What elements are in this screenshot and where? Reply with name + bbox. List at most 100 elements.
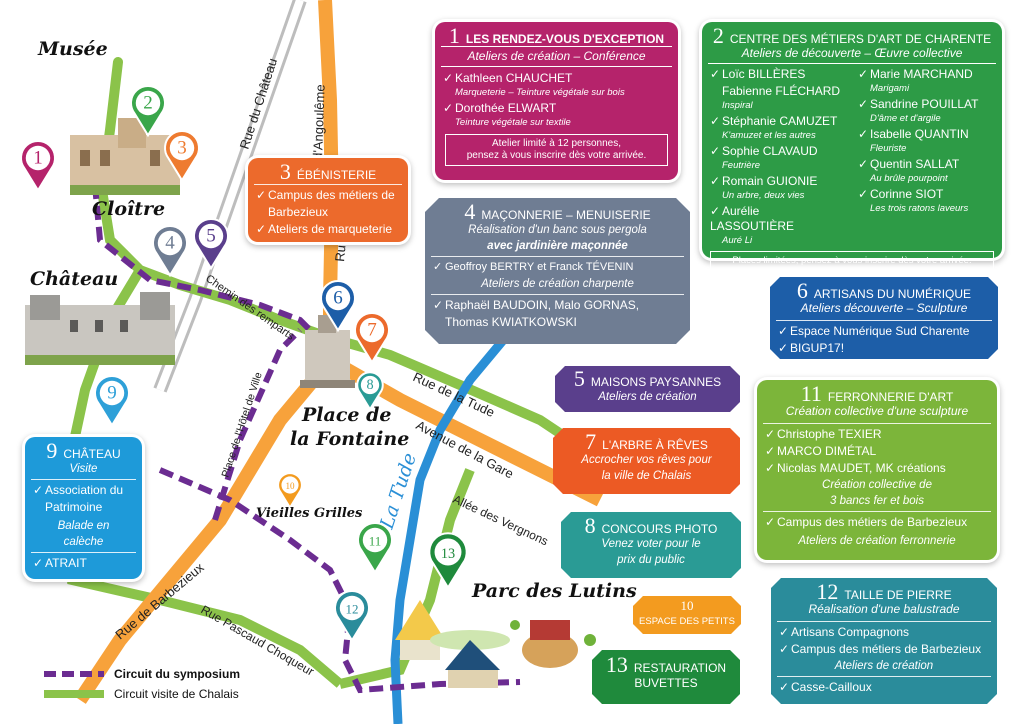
- street-label-vergnons: Allée des Vergnons: [451, 492, 551, 548]
- place-label-musee: Musée: [38, 38, 108, 60]
- cloitre-illustration: [70, 118, 180, 195]
- map-pin-number: 6: [333, 287, 343, 308]
- list-item: Quentin SALLAT: [870, 157, 960, 171]
- check-icon: ✓: [858, 157, 869, 171]
- circuit-symposium-path: [92, 184, 323, 343]
- map-pin-4[interactable]: 4: [152, 225, 188, 278]
- list-item: Barbezieux: [268, 205, 329, 219]
- map-pin-6[interactable]: 6: [320, 280, 356, 333]
- card-title: CONCOURS PHOTO: [601, 522, 718, 536]
- map-pin-13[interactable]: 13: [428, 532, 468, 590]
- map-pin-disc: [434, 538, 462, 566]
- map-pin-8[interactable]: 8: [356, 371, 384, 412]
- list-item: Patrimoine: [45, 500, 103, 514]
- map-pin-12[interactable]: 12: [334, 590, 370, 643]
- map-pin-disc: [135, 90, 161, 116]
- list-item: Association du: [45, 483, 124, 497]
- check-icon: ✓: [33, 556, 44, 570]
- check-icon: ✓: [779, 642, 790, 656]
- map-pin-5[interactable]: 5: [193, 218, 229, 271]
- card-subtitle: avec jardinière maçonnée: [487, 240, 628, 252]
- map-pin-disc: [198, 223, 224, 249]
- map-pin-number: 5: [206, 225, 216, 246]
- place-label-fontaine-2: la Fontaine: [290, 428, 410, 450]
- map-pin-number: 8: [366, 377, 373, 393]
- card-title: L'ARBRE À RÊVES: [602, 438, 708, 452]
- map-pin-7[interactable]: 7: [354, 312, 390, 365]
- map-pin-disc: [339, 595, 365, 621]
- check-icon: ✓: [858, 97, 869, 111]
- street-label-ru: Ru: [332, 244, 348, 262]
- card-number: 10: [680, 598, 694, 613]
- card-note: Atelier limité à 12 personnes,pensez à v…: [445, 134, 668, 166]
- card-title: CENTRE DES MÉTIERS D'ART DE CHARENTE: [729, 32, 992, 46]
- card-number: 2: [712, 23, 724, 48]
- map-pin-3[interactable]: 3: [164, 130, 200, 183]
- list-item: Geoffroy BERTRY et Franck TÉVENIN: [445, 261, 634, 273]
- check-icon: ✓: [433, 298, 444, 312]
- list-item: Raphaël BAUDOIN, Malo GORNAS,: [445, 298, 640, 312]
- map-pin-10[interactable]: 10: [277, 472, 303, 510]
- check-icon: ✓: [858, 127, 869, 141]
- card-subtitle: Ateliers de création: [834, 660, 934, 672]
- card-number: 8: [584, 513, 596, 538]
- list-item: Stéphanie CAMUZET: [722, 114, 838, 128]
- check-icon: ✓: [710, 114, 721, 128]
- map-pin-number: 11: [369, 533, 382, 548]
- street-label-angouleme: d'Angoulême: [310, 84, 328, 160]
- card-subtitle: Ateliers de création ferronnerie: [798, 535, 956, 547]
- card-number: 13: [605, 652, 628, 677]
- card-subtitle: Ateliers de création – Conférence: [441, 46, 672, 67]
- place-label-parc-lutins: Parc des Lutins: [472, 580, 637, 602]
- map-legend: Circuit du symposium Circuit visite de C…: [44, 664, 240, 704]
- card-subtitle: Ateliers de découverte – Œuvre collectiv…: [708, 46, 996, 64]
- legend-symposium: Circuit du symposium: [114, 667, 241, 681]
- list-item-detail: K'amuzet et les autres: [722, 130, 816, 141]
- card-subtitle: calèche: [63, 536, 104, 548]
- list-item: MARCO DIMÉTAL: [777, 444, 877, 458]
- card-subtitle: Réalisation d'un banc sous pergola: [468, 224, 647, 236]
- card-subtitle: Réalisation d'une balustrade: [808, 602, 960, 616]
- list-item-detail: Auré Li: [722, 235, 753, 246]
- map-pin-1[interactable]: 1: [20, 140, 56, 193]
- card-subtitle: Balade en: [57, 520, 110, 532]
- card-subtitle: 3 bancs fer et bois: [830, 495, 924, 507]
- map-pin-number: 2: [143, 92, 153, 113]
- check-icon: ✓: [433, 261, 443, 273]
- list-item: Ateliers de marqueterie: [268, 222, 393, 236]
- place-label-chateau: Château: [30, 268, 119, 290]
- card-title: ARTISANS DU NUMÉRIQUE: [813, 287, 972, 301]
- card-number: 7: [585, 429, 597, 454]
- card-number: 6: [796, 278, 808, 303]
- card-number: 12: [816, 579, 839, 604]
- map-pin-number: 13: [441, 546, 455, 562]
- card-number: 9: [46, 438, 58, 463]
- check-icon: ✓: [710, 67, 721, 81]
- list-item-detail: D'âme et d'argile: [870, 113, 941, 124]
- list-item: Fabienne FLÉCHARD: [722, 84, 841, 98]
- card-subtitle: Création collective d'une sculpture: [785, 404, 969, 418]
- card-10-espace-petits: 10 ESPACE DES PETITS: [633, 596, 741, 634]
- list-item: Marie MARCHAND: [870, 67, 973, 81]
- map-pin-11[interactable]: 11: [357, 522, 393, 575]
- check-icon: ✓: [778, 324, 789, 338]
- check-icon: ✓: [858, 187, 869, 201]
- place-label-cloitre: Cloître: [92, 198, 166, 220]
- list-item-detail: Teinture végétale sur textile: [455, 117, 571, 128]
- card-title: RESTAURATION: [633, 661, 727, 675]
- map-pin-2[interactable]: 2: [130, 85, 166, 138]
- check-icon: ✓: [33, 483, 44, 497]
- visite-line-icon: [44, 690, 104, 698]
- list-item: Campus des métiers de Barbezieux: [791, 642, 982, 656]
- map-pin-9[interactable]: 9: [94, 375, 130, 428]
- card-title: MAISONS PAYSANNES: [590, 375, 722, 389]
- chateau-illustration: [25, 292, 175, 365]
- map-pin-number: 12: [346, 601, 359, 616]
- list-item: Loïc BILLÈRES: [722, 67, 806, 81]
- street-label-remparts: Chemin des remparts: [203, 273, 296, 343]
- legend-visite: Circuit visite de Chalais: [114, 687, 239, 701]
- card-subtitle: Visite: [69, 463, 98, 475]
